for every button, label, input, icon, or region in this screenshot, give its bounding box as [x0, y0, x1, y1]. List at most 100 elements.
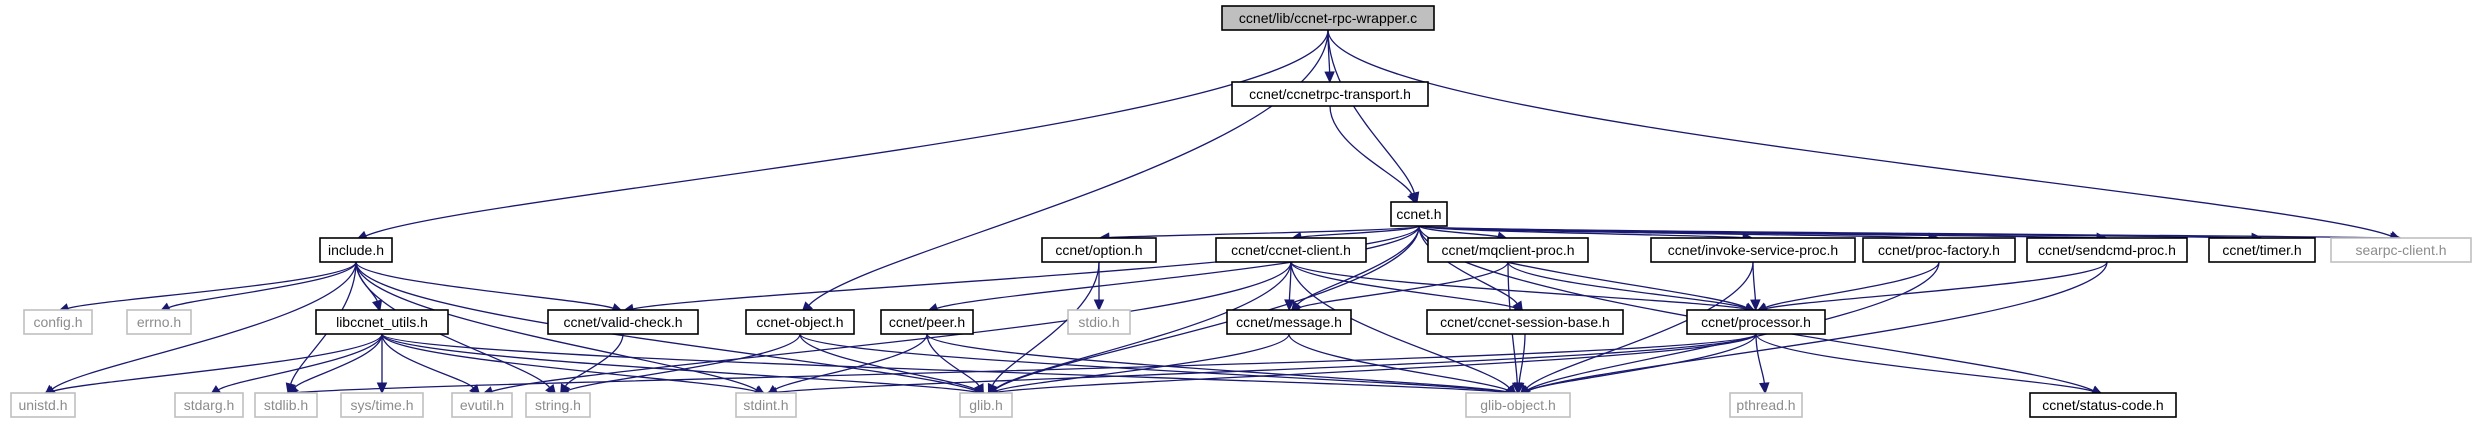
edge-include-to-string	[355, 261, 551, 388]
node-timer[interactable]: ccnet/timer.h	[2208, 237, 2316, 263]
node-statuscode[interactable]: ccnet/status-code.h	[2029, 392, 2177, 418]
edge-include-to-libutils	[355, 261, 378, 302]
node-box-root[interactable]	[1221, 5, 1435, 31]
node-include[interactable]: include.h	[319, 237, 393, 263]
node-box-processor[interactable]	[1686, 309, 1826, 335]
edge-client-to-evutil	[491, 261, 1292, 393]
arrowhead-sessionbase-to-glibobject	[1513, 382, 1525, 395]
node-box-invoke[interactable]	[1650, 237, 1856, 263]
edge-client-to-glibobject	[1290, 261, 1510, 389]
node-label-stdarg: stdarg.h	[184, 397, 235, 413]
node-box-timer[interactable]	[2208, 237, 2316, 263]
node-box-statuscode[interactable]	[2029, 392, 2177, 418]
node-box-evutil	[451, 392, 513, 418]
node-label-procfactory: ccnet/proc-factory.h	[1878, 242, 2000, 258]
edge-client-to-sessionbase	[1290, 261, 1516, 309]
edge-include-to-errno	[168, 261, 357, 309]
node-label-invoke: ccnet/invoke-service-proc.h	[1668, 242, 1838, 258]
node-validcheck[interactable]: ccnet/valid-check.h	[547, 309, 699, 335]
nodes-layer: ccnet/lib/ccnet-rpc-wrapper.c ccnet/ccnet…	[10, 5, 2472, 418]
node-box-stdint	[735, 392, 797, 418]
edge-sendcmd-to-glibobject	[1527, 261, 2108, 392]
node-box-message[interactable]	[1226, 309, 1352, 335]
edge-client-to-processor	[1290, 261, 1747, 310]
node-box-peer[interactable]	[880, 309, 974, 335]
node-glibobject: glib-object.h	[1465, 392, 1571, 418]
node-box-sessionbase[interactable]	[1426, 309, 1624, 335]
node-box-mqclient[interactable]	[1427, 237, 1589, 263]
node-label-systime: sys/time.h	[350, 397, 413, 413]
node-client[interactable]: ccnet/ccnet-client.h	[1215, 237, 1367, 263]
node-box-option[interactable]	[1041, 237, 1157, 263]
node-label-stdint: stdint.h	[743, 397, 788, 413]
edge-mqclient-to-message	[1298, 261, 1509, 309]
edge-peer-to-glibobject	[926, 333, 1509, 393]
node-box-include[interactable]	[319, 237, 393, 263]
node-processor[interactable]: ccnet/processor.h	[1686, 309, 1826, 335]
node-message[interactable]: ccnet/message.h	[1226, 309, 1352, 335]
node-box-rpctransport[interactable]	[1231, 81, 1429, 107]
node-glib: glib.h	[959, 392, 1013, 418]
edge-root-to-ccneth	[1327, 29, 1415, 194]
node-box-ccneth[interactable]	[1390, 201, 1448, 227]
edges-layer	[42, 29, 2403, 398]
node-option[interactable]: ccnet/option.h	[1041, 237, 1157, 263]
node-sessionbase[interactable]: ccnet/ccnet-session-base.h	[1426, 309, 1624, 335]
node-sendcmd[interactable]: ccnet/sendcmd-proc.h	[2026, 237, 2188, 263]
node-box-procfactory[interactable]	[1862, 237, 2016, 263]
edge-ccnetobject-to-string	[567, 333, 801, 392]
node-label-processor: ccnet/processor.h	[1701, 314, 1811, 330]
edge-ccneth-to-mqclient	[1418, 225, 1499, 238]
node-box-validcheck[interactable]	[547, 309, 699, 335]
edge-root-to-include	[365, 29, 1329, 237]
arrowhead-client-to-message	[1284, 299, 1295, 312]
node-box-client[interactable]	[1215, 237, 1367, 263]
node-box-ccnetobject[interactable]	[745, 309, 855, 335]
node-label-unistd: unistd.h	[18, 397, 67, 413]
node-unistd: unistd.h	[10, 392, 76, 418]
edge-option-to-glib	[991, 261, 1100, 386]
node-label-evutil: evutil.h	[460, 397, 504, 413]
node-libutils[interactable]: libccnet_utils.h	[315, 309, 449, 335]
node-box-stdio	[1067, 309, 1131, 335]
node-box-stdlib	[254, 392, 318, 418]
edge-peer-to-glib	[926, 333, 980, 387]
edge-ccneth-to-glib	[994, 225, 1420, 390]
node-stdlib: stdlib.h	[254, 392, 318, 418]
node-rpctransport[interactable]: ccnet/ccnetrpc-transport.h	[1231, 81, 1429, 107]
edge-root-to-searpc	[1327, 29, 2392, 237]
node-mqclient[interactable]: ccnet/mqclient-proc.h	[1427, 237, 1589, 263]
node-box-string	[525, 392, 591, 418]
arrowhead-peer-to-glib	[973, 383, 984, 396]
edge-libutils-to-stdlib	[294, 333, 383, 389]
edge-root-to-ccnetobject	[808, 29, 1329, 306]
node-evutil: evutil.h	[451, 392, 513, 418]
node-box-sendcmd[interactable]	[2026, 237, 2188, 263]
node-pthread: pthread.h	[1729, 392, 1803, 418]
node-box-errno	[126, 309, 192, 335]
edge-libutils-to-stdint	[381, 333, 757, 393]
node-ccnetobject[interactable]: ccnet-object.h	[745, 309, 855, 335]
edge-processor-to-glibobject	[1527, 333, 1757, 392]
node-box-libutils[interactable]	[315, 309, 449, 335]
node-box-unistd	[10, 392, 76, 418]
node-label-timer: ccnet/timer.h	[2222, 242, 2301, 258]
node-peer[interactable]: ccnet/peer.h	[880, 309, 974, 335]
edge-libutils-to-evutil	[381, 333, 474, 389]
node-procfactory[interactable]: ccnet/proc-factory.h	[1862, 237, 2016, 263]
edge-include-to-validcheck	[355, 261, 614, 309]
node-stdint: stdint.h	[735, 392, 797, 418]
arrowhead-include-to-libutils	[372, 299, 383, 313]
node-label-message: ccnet/message.h	[1236, 314, 1342, 330]
node-root[interactable]: ccnet/lib/ccnet-rpc-wrapper.c	[1221, 5, 1435, 31]
node-box-glibobject	[1465, 392, 1571, 418]
arrowhead-option-to-stdio	[1093, 299, 1105, 312]
edge-ccneth-to-peer	[936, 225, 1420, 309]
node-label-peer: ccnet/peer.h	[889, 314, 965, 330]
node-label-sendcmd: ccnet/sendcmd-proc.h	[2038, 242, 2176, 258]
node-ccneth[interactable]: ccnet.h	[1390, 201, 1448, 227]
node-label-root: ccnet/lib/ccnet-rpc-wrapper.c	[1239, 10, 1417, 26]
node-invoke[interactable]: ccnet/invoke-service-proc.h	[1650, 237, 1856, 263]
node-label-libutils: libccnet_utils.h	[336, 314, 428, 330]
